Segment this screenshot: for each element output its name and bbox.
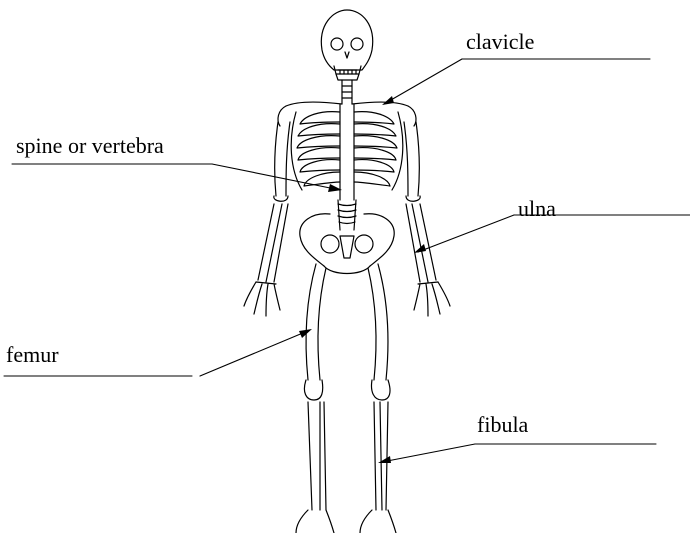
spine xyxy=(338,80,356,230)
arms xyxy=(244,122,450,316)
legs xyxy=(296,264,396,533)
label-spine: spine or vertebra xyxy=(16,133,164,159)
pelvis xyxy=(300,214,394,274)
label-clavicle: clavicle xyxy=(466,29,534,55)
label-fibula: fibula xyxy=(477,412,528,438)
label-ulna: ulna xyxy=(518,196,556,222)
label-femur: femur xyxy=(6,342,59,368)
skull xyxy=(321,10,372,80)
ribcage xyxy=(291,112,403,190)
leader-lines xyxy=(4,59,690,463)
shoulders xyxy=(278,102,416,126)
